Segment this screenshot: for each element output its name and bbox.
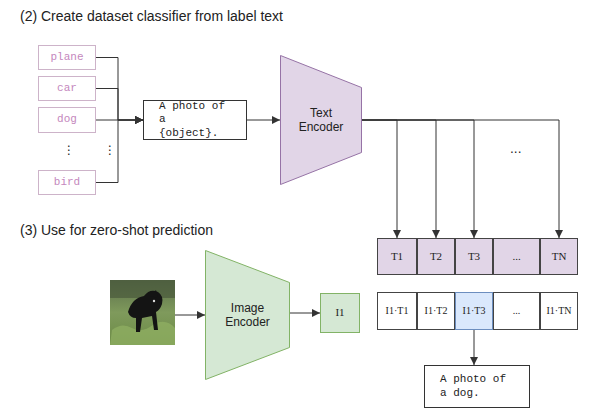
node-text: A photo of a dog. [440,373,514,399]
node-text: I1·TN [547,305,572,317]
node-text: ... [512,250,520,263]
connector-arrow [362,120,436,238]
node-text: Text Encoder [291,106,351,135]
image-encoder: Image Encoder [205,250,290,380]
node-text: TN [552,250,567,263]
similarity-cell: I1·T3 [455,292,493,330]
prompt-template-box: A photo of a {object}. [143,100,247,140]
node-text: I1·T1 [386,305,409,317]
node-text: T1 [391,250,403,263]
node-text: bird [54,176,80,189]
class-label-box: bird [38,170,96,195]
text-embedding-cell: T2 [417,238,455,275]
section-heading: (2) Create dataset classifier from label… [20,8,283,24]
text-embedding-cell: TN [540,238,578,275]
similarity-cell: ... [493,292,540,330]
node-text: T2 [430,250,442,263]
connector-arrow [96,89,143,121]
dog-photo [110,280,175,345]
node-text: plane [50,51,83,64]
node-text: A photo of a {object}. [159,100,231,140]
text-embedding-cell: ... [493,238,540,275]
connector-arrow [362,120,474,238]
node-text: car [57,82,77,95]
class-label-box: car [38,76,96,101]
connector-arrow [362,120,559,238]
node-text: dog [57,113,77,126]
ellipsis-mark: ... [510,142,521,156]
connector-arrow [96,120,143,121]
connector-arrow [362,120,397,238]
similarity-cell: I1·T2 [417,292,455,330]
text-embedding-cell: T1 [377,238,417,275]
ellipsis-mark: ⋮ [104,143,116,157]
similarity-cell: I1·T1 [377,292,417,330]
node-text: ... [513,305,521,317]
trapezoid-shape [206,251,290,380]
class-label-box: plane [38,45,96,70]
ellipsis-mark: ⋮ [63,143,75,157]
node-text: I1·T2 [425,305,448,317]
similarity-cell: I1·TN [540,292,578,330]
trapezoid-shape [281,56,362,185]
node-text: I1 [335,306,344,319]
node-text: I1·T3 [463,305,486,317]
connector-arrow [247,120,280,121]
prediction-box: A photo of a dog. [424,365,530,408]
connector-arrow [96,120,143,183]
connector-arrow [474,330,475,365]
text-embedding-cell: T3 [455,238,493,275]
input-arrow [175,315,205,316]
section-heading: (3) Use for zero-shot prediction [20,222,213,238]
image-embedding-cell: I1 [320,293,360,333]
connector-arrow [96,58,143,121]
node-text: Image Encoder [218,301,278,330]
text-encoder: Text Encoder [280,55,362,185]
node-text: T3 [468,250,480,263]
class-label-box: dog [38,107,96,133]
connector-arrow [290,313,320,314]
